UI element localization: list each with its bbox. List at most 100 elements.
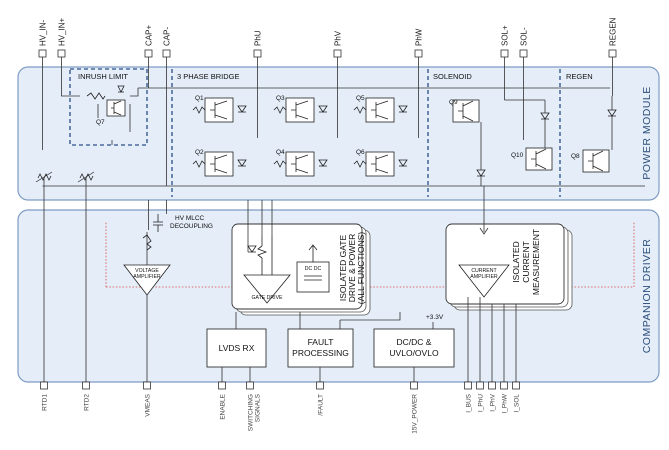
thermistor-rtd1 bbox=[35, 171, 53, 183]
svg-text:CURRENT: CURRENT bbox=[471, 268, 497, 274]
svg-text:Q7: Q7 bbox=[96, 119, 105, 126]
svg-text:AMPLIFIER: AMPLIFIER bbox=[133, 274, 161, 280]
q9-transistor: Q9 bbox=[449, 99, 480, 123]
top-pin-cap-plus[interactable]: CAP+ bbox=[145, 25, 154, 67]
top-pin-sol-minus[interactable]: SOL- bbox=[520, 27, 529, 67]
svg-text:I_PhU: I_PhU bbox=[478, 394, 485, 412]
svg-text:I_PhV: I_PhV bbox=[490, 393, 497, 411]
svg-text:HV MLCC: HV MLCC bbox=[175, 215, 205, 222]
regen-label: REGEN bbox=[566, 72, 593, 81]
q5-transistor: Q5 bbox=[353, 95, 408, 123]
svg-text:I_BUS: I_BUS bbox=[466, 393, 473, 412]
svg-text:Q8: Q8 bbox=[571, 153, 580, 160]
q3-transistor: Q3 bbox=[273, 95, 328, 123]
svg-text:GATE DRIVE: GATE DRIVE bbox=[251, 295, 283, 301]
svg-text:I_PhW: I_PhW bbox=[502, 393, 509, 413]
dcdc-uvlo-block: DC/DC & UVLO/OVLO +3.3V bbox=[340, 312, 455, 374]
bottom-pin-15v-power[interactable]: 15V_POWER bbox=[410, 374, 419, 434]
svg-text:VOLTAGE: VOLTAGE bbox=[135, 268, 159, 274]
svg-text:Q2: Q2 bbox=[195, 149, 204, 156]
bottom-pin-i-phu[interactable]: I_PhU bbox=[476, 374, 485, 412]
svg-text:AMPLIFIER: AMPLIFIER bbox=[470, 274, 498, 280]
svg-text:REGEN: REGEN bbox=[609, 17, 618, 46]
inrush-limit-section bbox=[69, 68, 148, 146]
top-pin-regen[interactable]: REGEN bbox=[609, 17, 618, 67]
top-pin-phw[interactable]: PhW bbox=[415, 28, 424, 67]
bottom-pin-i-sol[interactable]: I_SOL bbox=[512, 374, 521, 413]
bottom-pin-rtd2[interactable]: RTD2 bbox=[82, 374, 91, 411]
svg-text:Q5: Q5 bbox=[356, 95, 365, 102]
svg-text:PhU: PhU bbox=[254, 30, 263, 46]
svg-text:Q10: Q10 bbox=[511, 152, 524, 159]
svg-text:DECOUPLING: DECOUPLING bbox=[170, 223, 213, 230]
current-output-wires bbox=[467, 297, 517, 374]
q2-transistor: Q2 bbox=[192, 149, 247, 177]
svg-text:/FAULT: /FAULT bbox=[318, 394, 325, 416]
top-pin-sol-plus[interactable]: SOL+ bbox=[501, 25, 510, 67]
svg-text:SOL-: SOL- bbox=[520, 27, 529, 46]
svg-text:PROCESSING: PROCESSING bbox=[292, 348, 349, 358]
phase-outputs bbox=[257, 67, 613, 138]
isolated-gate-drive-block: GATE DRIVE DC DC ISOLATED GATE DRIVE & P… bbox=[231, 200, 371, 316]
power-module-title: POWER MODULE bbox=[641, 86, 653, 180]
inrush-internal bbox=[97, 88, 139, 145]
bottom-pin-enable[interactable]: ENABLE bbox=[218, 374, 227, 420]
svg-text:HV_IN-: HV_IN- bbox=[39, 19, 48, 46]
bottom-pin--fault[interactable]: /FAULT bbox=[316, 374, 325, 416]
top-pin-cap-minus[interactable]: CAP- bbox=[163, 27, 172, 67]
bridge-label: 3 PHASE BRIDGE bbox=[177, 72, 240, 81]
inrush-limit-label: INRUSH LIMIT bbox=[78, 72, 128, 81]
svg-text:ENABLE: ENABLE bbox=[220, 393, 227, 419]
q10-transistor: Q10 bbox=[511, 147, 553, 171]
fault-processing-block: FAULT PROCESSING bbox=[287, 312, 354, 374]
isolated-current-label-2: CURRENT bbox=[521, 241, 531, 283]
dc-plus-bus bbox=[138, 67, 610, 186]
bottom-pin-i-phv[interactable]: I_PhV bbox=[488, 374, 497, 412]
svg-text:I_SOL: I_SOL bbox=[514, 394, 521, 413]
svg-text:SIGNALS: SIGNALS bbox=[255, 393, 262, 422]
top-pin-phv[interactable]: PhV bbox=[334, 30, 343, 67]
svg-text:+3.3V: +3.3V bbox=[426, 314, 444, 321]
svg-text:PhW: PhW bbox=[415, 28, 424, 46]
svg-text:PhV: PhV bbox=[334, 30, 343, 46]
isolated-current-block: CURRENT AMPLIFIER ISOLATED CURRENT MEASU… bbox=[445, 186, 573, 311]
solenoid-label: SOLENOID bbox=[433, 72, 472, 81]
hv-plus-wire bbox=[61, 67, 80, 97]
bottom-pin-i-bus[interactable]: I_BUS bbox=[464, 374, 473, 413]
svg-text:HV_IN+: HV_IN+ bbox=[58, 17, 67, 46]
power-module-box bbox=[17, 66, 660, 201]
top-pin-hv-in-minus[interactable]: HV_IN- bbox=[39, 19, 48, 67]
svg-text:VMEAS: VMEAS bbox=[145, 393, 152, 416]
svg-text:DC/DC &: DC/DC & bbox=[397, 337, 432, 347]
rtd-wires bbox=[43, 178, 87, 374]
isolated-gate-label-2: DRIVE & POWER bbox=[347, 234, 357, 302]
top-pin-hv-in-plus[interactable]: HV_IN+ bbox=[58, 17, 67, 67]
isolated-current-label-1: ISOLATED bbox=[511, 241, 521, 282]
thermistor-rtd2 bbox=[77, 171, 95, 183]
q6-transistor: Q6 bbox=[353, 149, 408, 177]
svg-text:SWITCHING: SWITCHING bbox=[248, 394, 255, 431]
q4-transistor: Q4 bbox=[273, 149, 328, 177]
svg-text:FAULT: FAULT bbox=[308, 337, 334, 347]
svg-text:SOL+: SOL+ bbox=[501, 25, 510, 46]
svg-text:CAP+: CAP+ bbox=[145, 25, 154, 46]
svg-text:RTD1: RTD1 bbox=[42, 394, 49, 411]
svg-text:LVDS RX: LVDS RX bbox=[219, 343, 255, 353]
bottom-pin-i-phw[interactable]: I_PhW bbox=[500, 374, 509, 414]
svg-text:RTD2: RTD2 bbox=[84, 394, 91, 411]
isolated-current-label-3: MEASUREMENT bbox=[531, 229, 541, 295]
hv-minus-bus bbox=[42, 67, 645, 187]
bottom-pin-rtd1[interactable]: RTD1 bbox=[40, 374, 49, 411]
svg-text:UVLO/OVLO: UVLO/OVLO bbox=[389, 348, 439, 358]
bottom-pin-vmeas[interactable]: VMEAS bbox=[143, 374, 152, 417]
hv-mlcc-decoupling: HV MLCC DECOUPLING bbox=[148, 200, 213, 232]
svg-text:Q1: Q1 bbox=[195, 95, 204, 102]
isolated-gate-label-3: (ALL FUNCTIONS) bbox=[356, 232, 366, 305]
svg-text:Q6: Q6 bbox=[356, 149, 365, 156]
svg-text:Q3: Q3 bbox=[276, 95, 285, 102]
top-pin-phu[interactable]: PhU bbox=[254, 30, 263, 67]
